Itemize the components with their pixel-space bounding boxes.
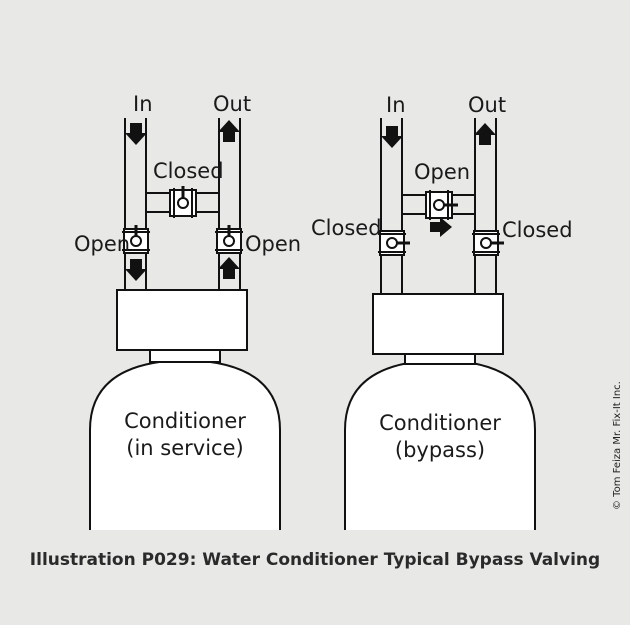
right-tank-title: Conditioner xyxy=(379,411,501,435)
copyright-text: © Tom Feiza Mr. Fix-It Inc. xyxy=(612,381,623,510)
right-valve-head xyxy=(372,293,504,355)
left-out-arrow-bottom xyxy=(218,257,240,279)
left-in-label: In xyxy=(133,92,153,116)
right-outlet-valve-label: Closed xyxy=(502,218,573,242)
right-inlet-valve xyxy=(378,230,410,256)
left-bypass-valve-label: Closed xyxy=(153,159,224,183)
left-outlet-valve xyxy=(215,225,243,254)
right-out-arrow xyxy=(474,123,496,145)
right-outlet-valve xyxy=(472,230,504,256)
right-out-label: Out xyxy=(468,93,506,117)
left-out-label: Out xyxy=(213,92,251,116)
left-in-arrow-bottom xyxy=(125,259,147,281)
right-assembly xyxy=(344,118,536,530)
right-bypass-valve-label: Open xyxy=(414,160,470,184)
left-tank-title: Conditioner xyxy=(124,409,246,433)
left-out-arrow-top xyxy=(218,120,240,142)
left-tank-status: (in service) xyxy=(126,436,243,460)
right-bypass-valve xyxy=(425,190,458,220)
left-assembly xyxy=(89,118,281,530)
right-inlet-valve-label: Closed xyxy=(311,216,382,240)
left-valve-head xyxy=(116,289,248,351)
left-inlet-valve xyxy=(122,225,150,254)
left-bypass-valve xyxy=(169,186,197,218)
illustration-caption: Illustration P029: Water Conditioner Typ… xyxy=(29,550,601,570)
right-in-arrow xyxy=(381,126,403,148)
right-in-label: In xyxy=(386,93,406,117)
left-outlet-valve-label: Open xyxy=(245,232,301,256)
left-inlet-valve-label: Open xyxy=(74,232,130,256)
right-tank-status: (bypass) xyxy=(395,438,485,462)
left-in-arrow-top xyxy=(125,123,147,145)
